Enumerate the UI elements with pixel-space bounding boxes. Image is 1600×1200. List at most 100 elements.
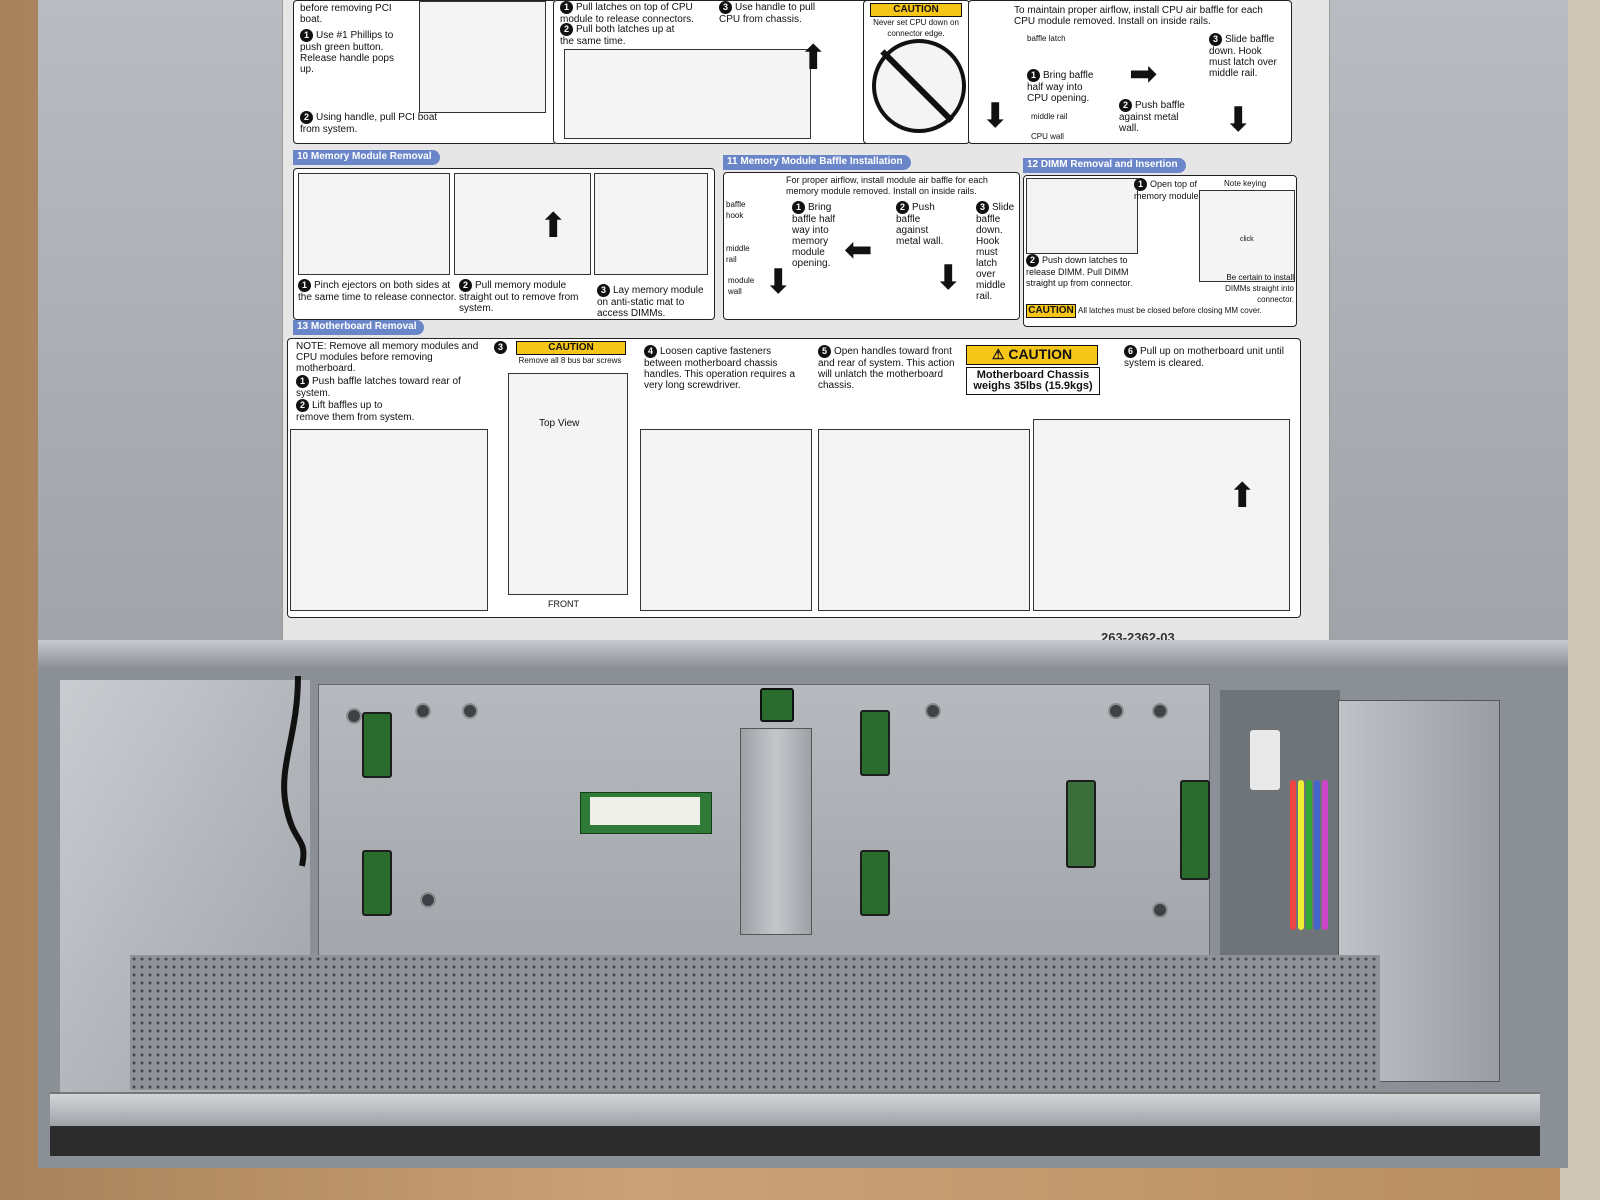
backplane-connector-4 [860,850,890,916]
screw-5 [1108,703,1124,719]
dimm-tab: 12 DIMM Removal and Insertion [1023,158,1186,173]
memory-module-open-illustration [1026,178,1138,254]
bus-bar-caution-badge: CAUTION [516,341,626,355]
perforated-floor [130,955,1380,1090]
black-cable [281,676,307,867]
cpu-baffle-intro: To maintain proper airflow, install CPU … [1014,5,1263,27]
lift-motherboard-illustration [1033,419,1290,611]
backplane-connector-6 [1180,780,1210,880]
open-handles-illustration [818,429,1030,611]
top-view-illustration: Top View [508,373,628,595]
motherboard-panel: NOTE: Remove all memory modules and CPU … [287,338,1301,618]
right-arrow-icon: ➡ [1129,55,1158,93]
down-arrow-icon-3: ⬇ [764,263,793,301]
up-arrow-icon-2: ⬆ [539,207,568,245]
memory-removal-tab: 10 Memory Module Removal [293,150,440,165]
screw-8 [1152,902,1168,918]
backplane-connector-3 [860,710,890,776]
click-label: click [1240,236,1254,243]
motherboard-note: NOTE: Remove all memory modules and CPU … [296,341,479,374]
backplane-connector-1 [362,712,392,778]
dimm-caution-text: All latches must be closed before closin… [1078,306,1262,315]
baffle-hook-label: baffle hook [726,200,746,220]
ejector-illustration [298,173,450,275]
screw-7 [420,892,436,908]
cable-bundle [1220,690,1340,960]
step3-number: 3 [494,341,510,354]
bracket-top-connector [760,688,794,722]
down-arrow-icon-4: ⬇ [934,259,963,297]
dimm-insertion-illustration [1199,190,1295,282]
front-label: FRONT [548,599,579,609]
backplane-connector-5 [1066,780,1096,868]
screw-3 [462,703,478,719]
screw-2 [415,703,431,719]
cpu-caution-panel: CAUTION Never set CPU down on connector … [863,0,970,144]
weight-caution-text: Motherboard Chassis weighs 35lbs (15.9kg… [966,367,1100,395]
pci-intro: before removing PCI boat. [300,3,392,25]
down-arrow-icon-2: ⬇ [1224,101,1253,139]
cpu-baffle-panel: To maintain proper airflow, install CPU … [968,0,1292,144]
cpu-wall-label: CPU wall [1031,132,1064,141]
pci-boat-illustration [419,1,546,113]
cpu-middle-rail-label: middle rail [1031,112,1068,121]
dimm-certain-note: Be certain to install DIMMs straight int… [1225,273,1294,304]
bus-bar-caution-text: Remove all 8 bus bar screws [518,356,622,365]
prohibited-icon [872,39,966,133]
cpu-module-illustration [564,49,811,139]
cpu-baffle-latch-label: baffle latch [1027,34,1066,43]
module-wall-label: module wall [728,276,755,296]
screw-6 [1152,703,1168,719]
cpu-caution-badge: CAUTION [870,3,962,17]
weight-caution-badge: ⚠ CAUTION [966,345,1098,365]
memory-baffle-panel: For proper airflow, install module air b… [723,172,1020,320]
top-view-label: Top View [539,418,580,429]
card-sticker [590,797,700,825]
screwdriver-illustration [640,429,812,611]
screw-4 [925,703,941,719]
module-middle-rail-label: middle rail [726,244,750,264]
dimm-caution-badge: CAUTION [1026,304,1076,318]
note-keying-label: Note keying [1224,179,1267,188]
baffle-latch-illustration [290,429,488,611]
memory-module-illustration [454,173,591,275]
backplane-connector-2 [362,850,392,916]
up-arrow-icon: ⬆ [799,39,828,77]
metal-bracket [740,728,812,935]
memory-baffle-intro: For proper airflow, install module air b… [786,175,988,196]
chassis-front-lip [50,1092,1540,1128]
cpu-caution-text: Never set CPU down on connector edge. [873,18,959,38]
memory-baffle-tab: 11 Memory Module Baffle Installation [723,155,911,170]
motherboard-tab: 13 Motherboard Removal [293,320,425,335]
chassis-bottom-strip [50,1126,1540,1156]
up-arrow-icon-3: ⬆ [1228,477,1257,515]
down-arrow-icon: ⬇ [981,97,1010,135]
anti-static-mat-illustration [594,173,708,275]
